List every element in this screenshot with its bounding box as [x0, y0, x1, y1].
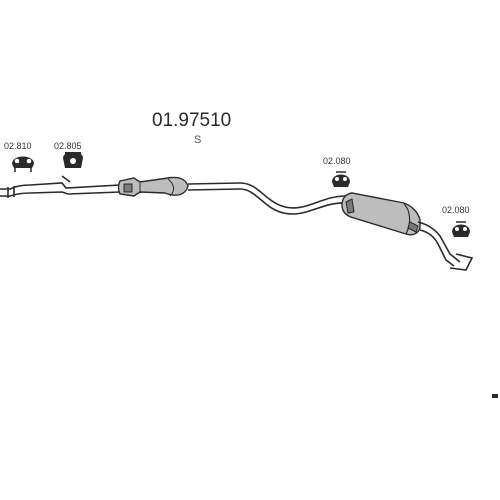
fitting-code-4: 02.080 [442, 205, 470, 215]
rear-muffler [341, 192, 421, 236]
tail-pipe [417, 221, 474, 271]
mid-pipe [187, 182, 347, 215]
main-part-number: 01.97510 [152, 110, 231, 131]
edge-mark [492, 394, 498, 398]
fitting-02080-b: 02.080 [442, 205, 470, 237]
center-muffler [117, 176, 189, 197]
fitting-code-2: 02.805 [54, 141, 82, 151]
fitting-code-3: 02.080 [323, 156, 351, 166]
clamp-icon [63, 152, 83, 168]
fitting-02805: 02.805 [54, 141, 83, 168]
fitting-02080-a: 02.080 [323, 156, 351, 187]
fitting-02810: 02.810 [4, 141, 34, 172]
front-pipe [0, 175, 121, 198]
mount-icon [12, 156, 34, 172]
mount-icon [332, 171, 350, 187]
mount-icon [452, 221, 470, 237]
main-part-variant: S [194, 134, 201, 146]
fitting-code-1: 02.810 [4, 141, 32, 151]
